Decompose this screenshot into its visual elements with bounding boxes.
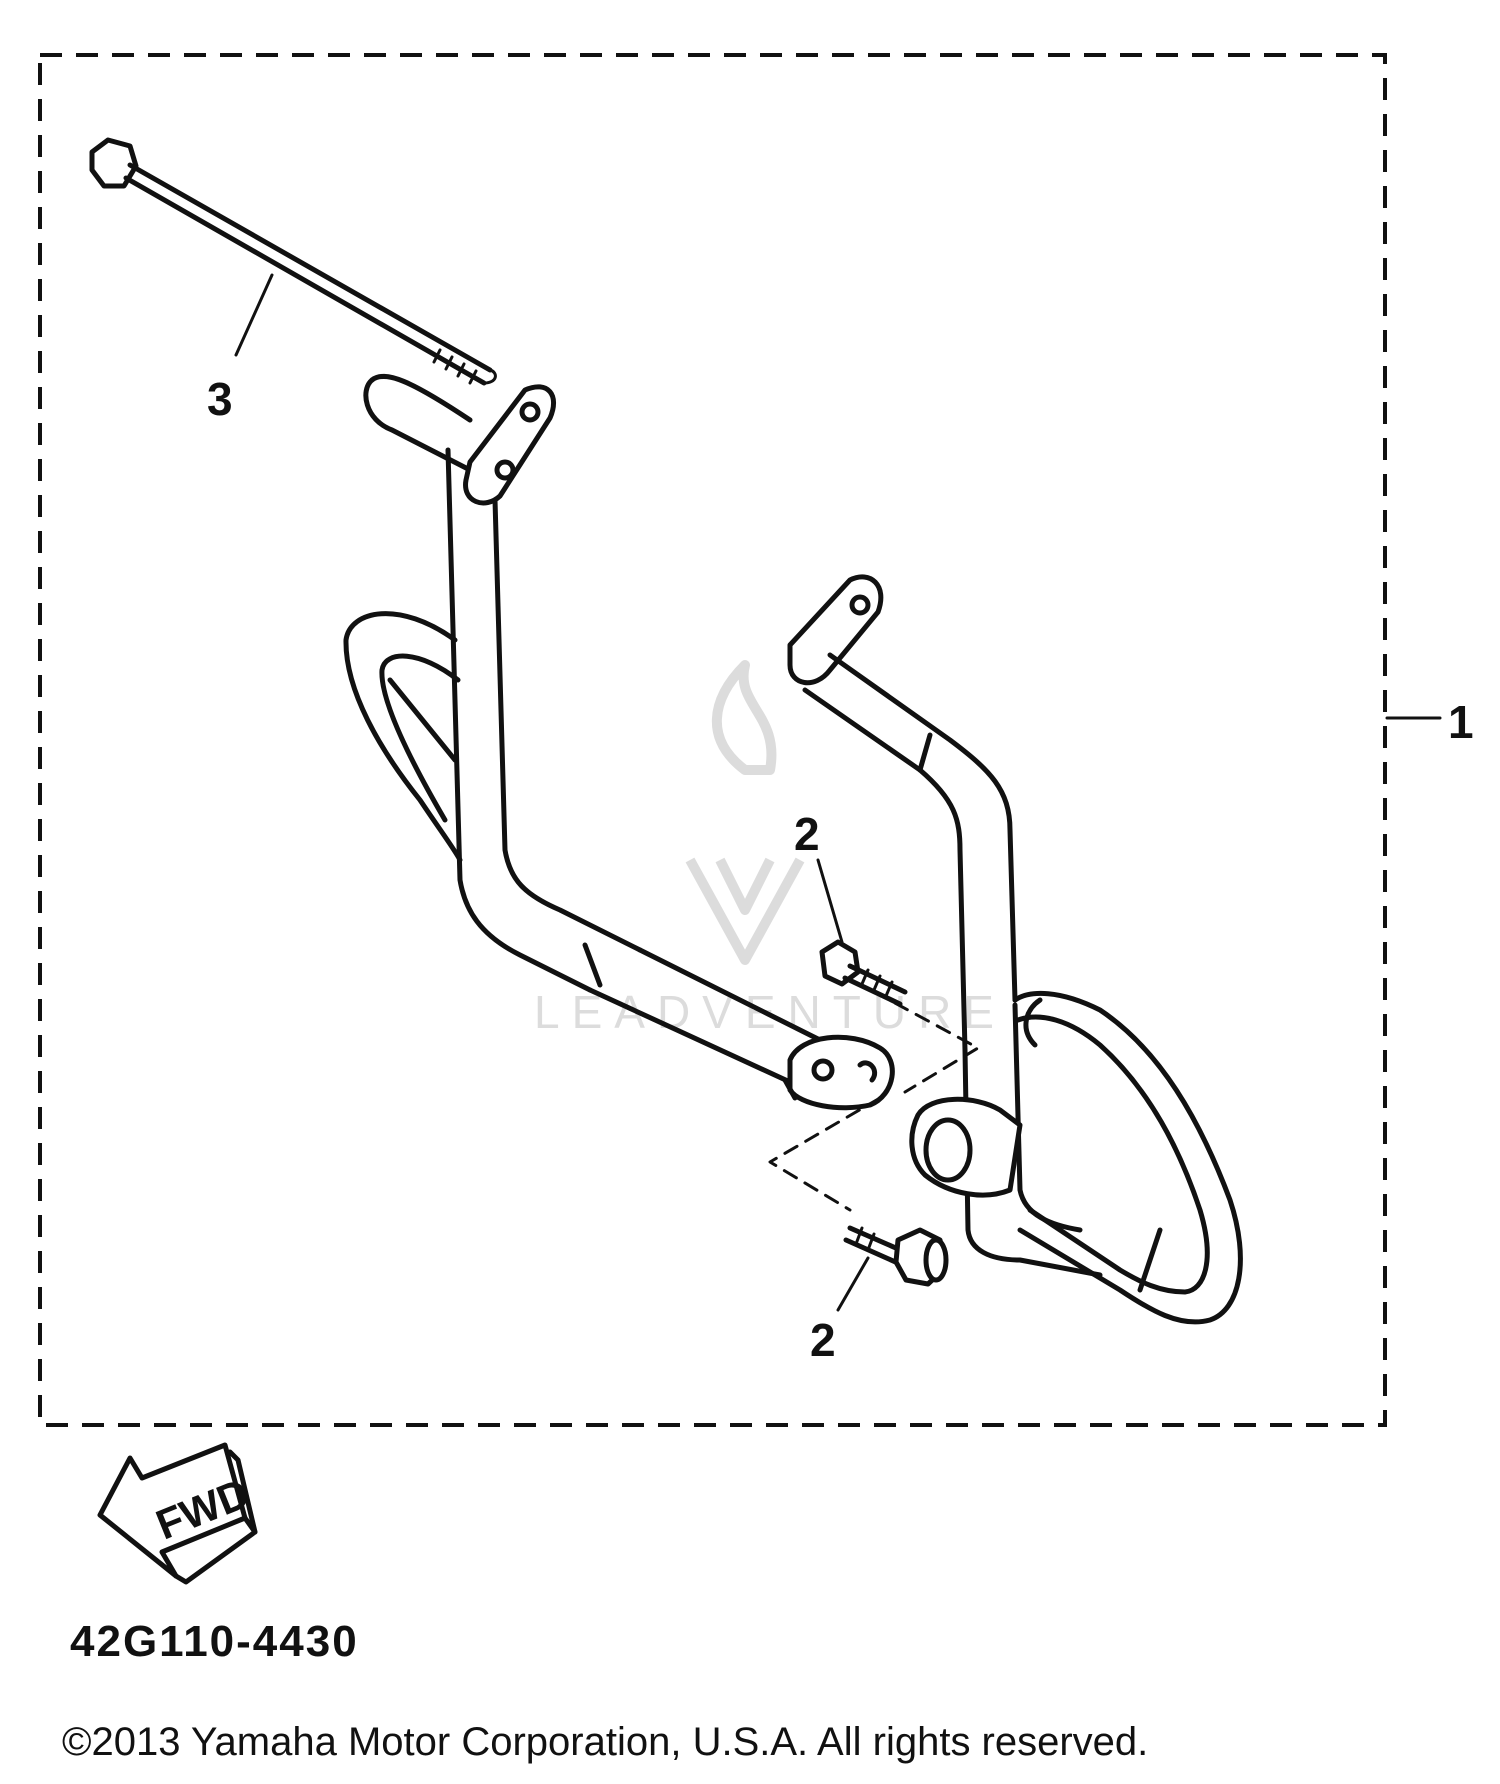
watermark: LEADVENTURE xyxy=(534,660,1006,1038)
engine-guard-left xyxy=(343,373,895,1111)
engine-guard-right xyxy=(787,574,1243,1325)
bolt-upper xyxy=(819,939,908,1007)
bolt-lower xyxy=(843,1225,949,1287)
watermark-text: LEADVENTURE xyxy=(534,986,1006,1038)
alignment-lines xyxy=(768,1001,980,1212)
callout-3-label: 3 xyxy=(207,373,233,425)
copyright-notice: ©2013 Yamaha Motor Corporation, U.S.A. A… xyxy=(62,1720,1149,1764)
diagram-code: 42G110-4430 xyxy=(70,1617,359,1666)
forward-direction-arrow-icon: FWD xyxy=(97,1442,258,1585)
callout-1-label: 1 xyxy=(1448,696,1474,748)
long-bolt xyxy=(89,137,497,386)
watermark-logo-icon xyxy=(685,660,805,965)
callout-2-lower-leader xyxy=(836,1256,870,1312)
callout-2-lower-label: 2 xyxy=(810,1314,836,1366)
kit-boundary-box xyxy=(38,53,1387,1427)
callout-2-upper-leader xyxy=(816,858,844,944)
callout-2-upper-label: 2 xyxy=(794,808,820,860)
callout-3-leader xyxy=(234,273,274,357)
